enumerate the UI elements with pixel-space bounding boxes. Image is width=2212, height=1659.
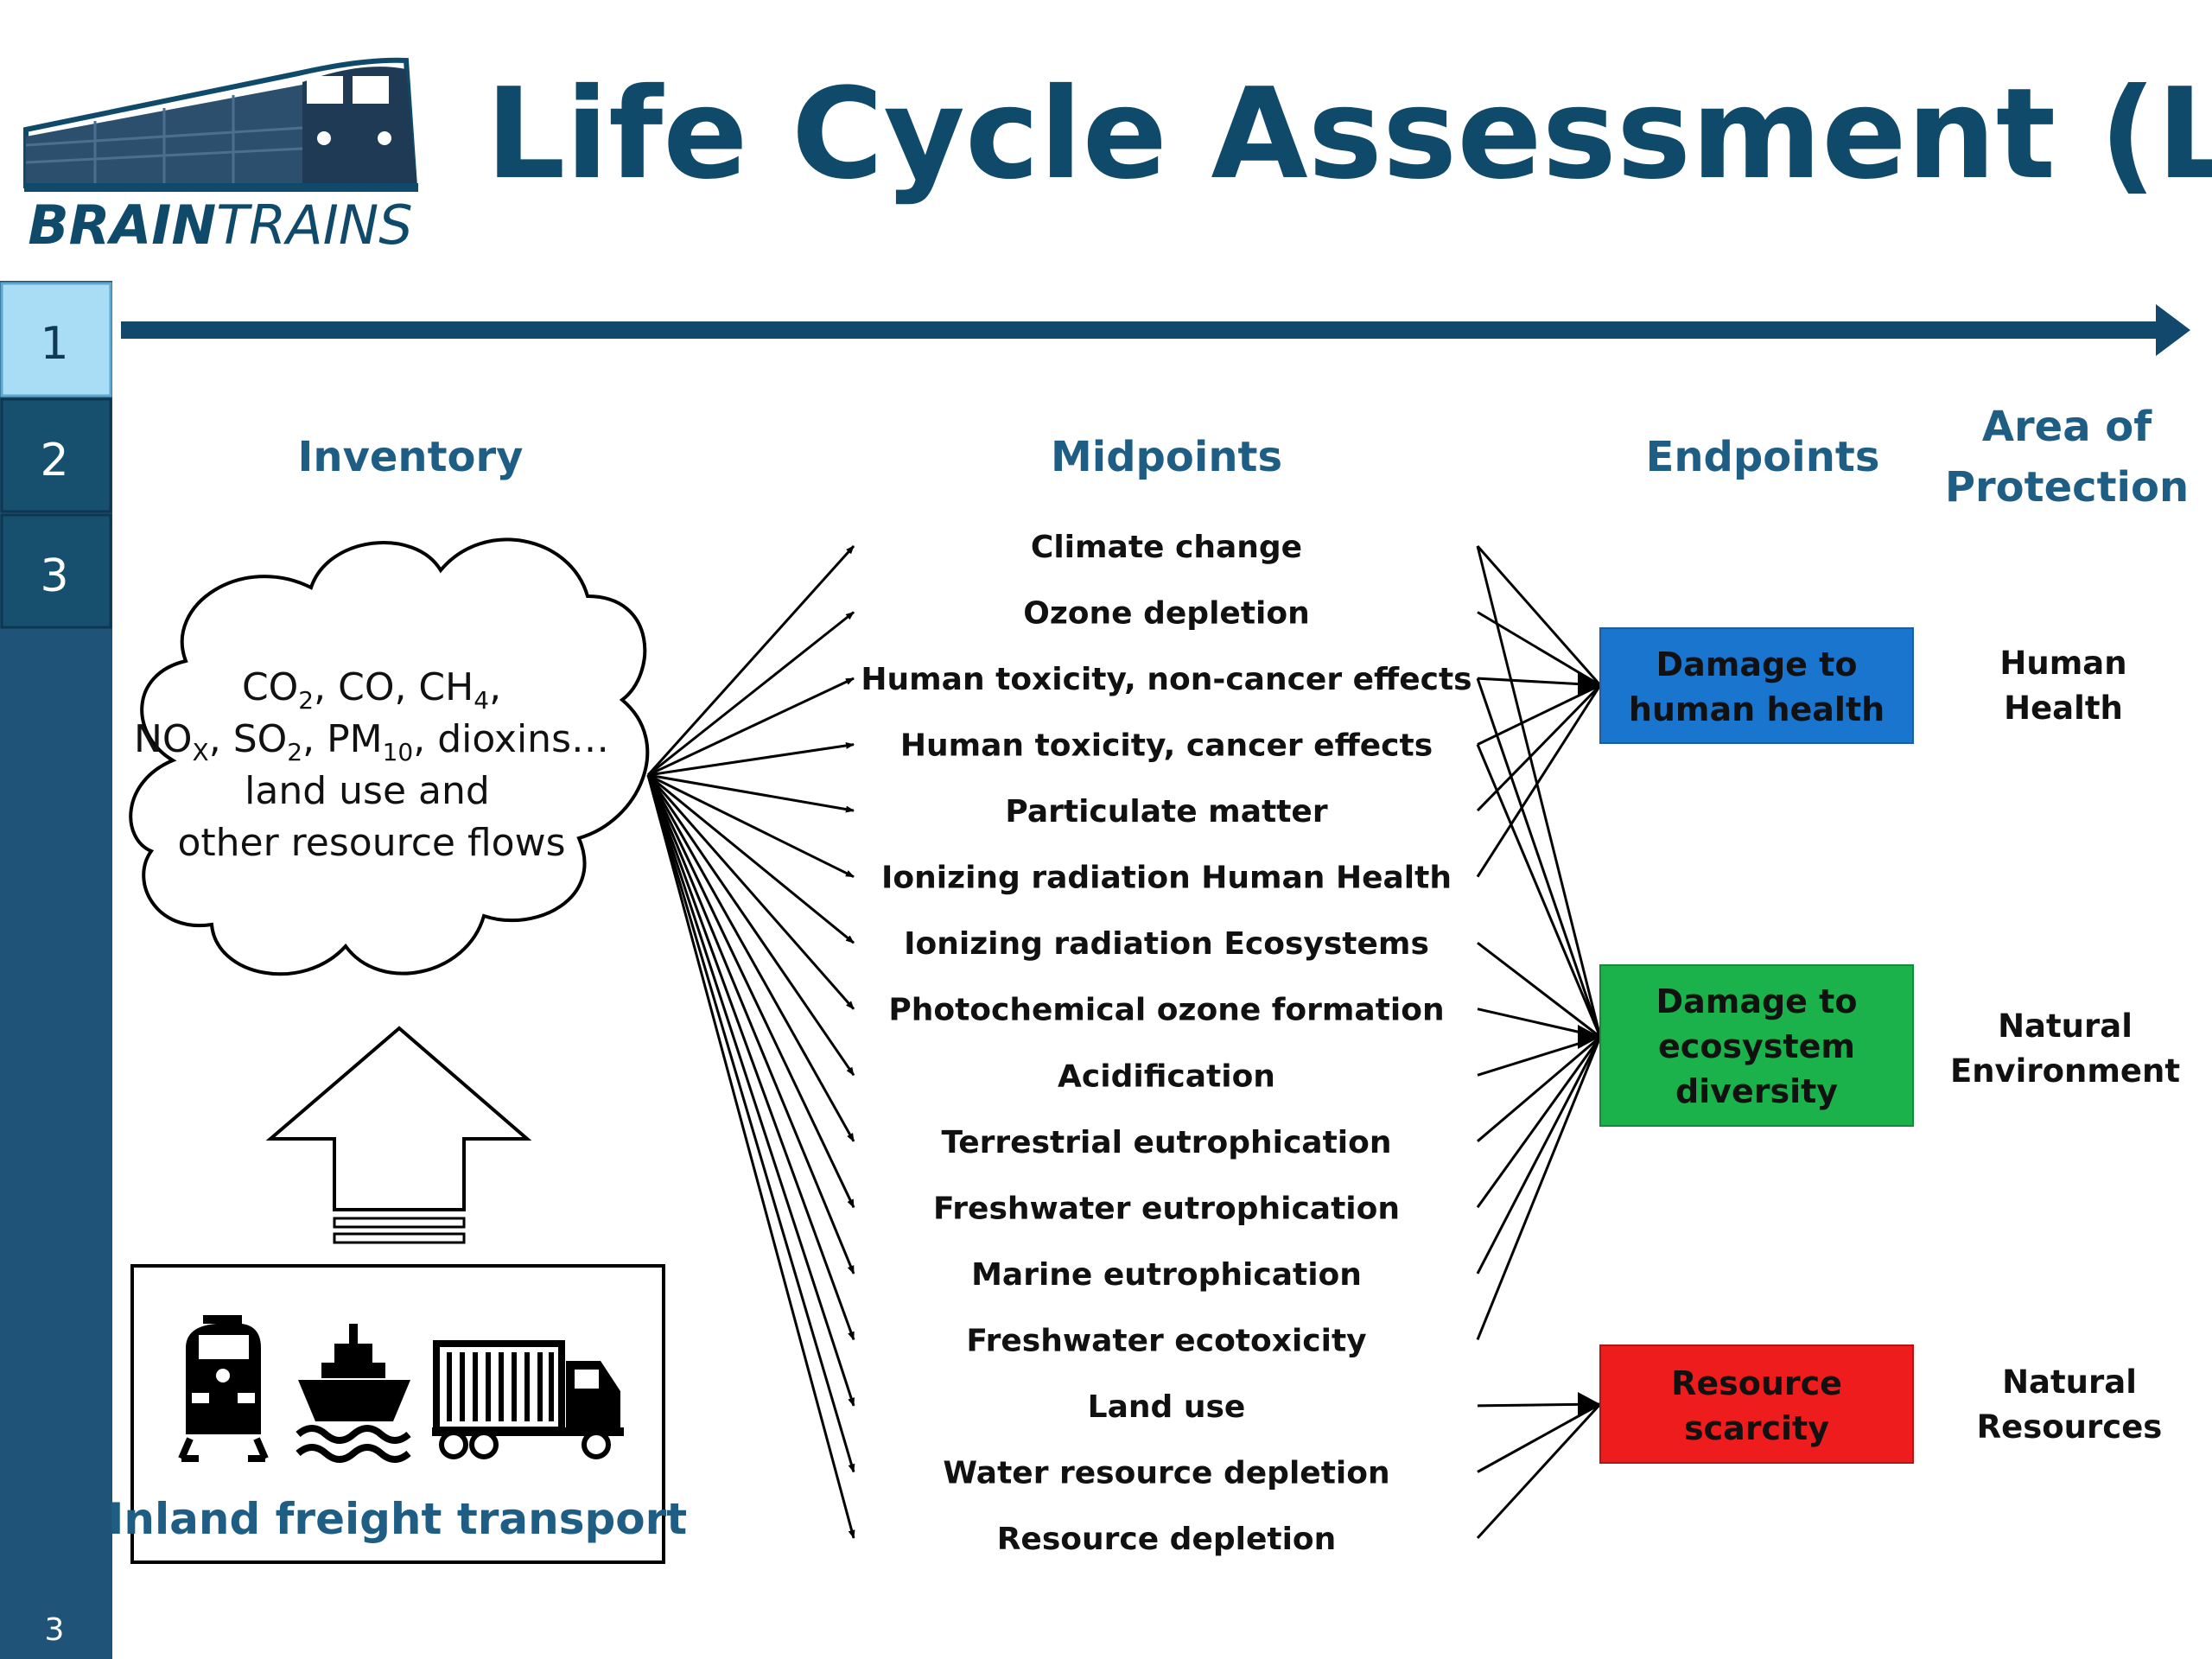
page-number: 3 <box>45 1612 65 1648</box>
endpoint-human-health-line2: human health <box>1629 690 1885 728</box>
impact-link <box>1476 1036 1602 1209</box>
inventory-arrow <box>647 677 855 777</box>
braintrains-logo: BRAINTRAINS <box>23 57 418 257</box>
endpoints-header: Endpoints <box>1646 433 1880 481</box>
midpoint-item: Particulate matter <box>1005 794 1327 830</box>
aop-human-health-line1: Human <box>1999 645 2126 682</box>
inventory-header: Inventory <box>298 433 524 481</box>
aop-environment-line1: Natural <box>1998 1007 2133 1045</box>
inventory-arrow <box>646 774 855 1473</box>
sidebar-tab-1[interactable]: 1 <box>0 282 112 397</box>
midpoint-to-endpoint-lines <box>1476 545 1602 1540</box>
impact-link <box>1477 942 1601 1039</box>
endpoint-arrowhead <box>1578 1025 1600 1049</box>
impact-link <box>1476 744 1602 1038</box>
midpoint-item: Water resource depletion <box>943 1456 1389 1491</box>
timeline-arrow <box>121 304 2190 356</box>
endpoint-ecosystem-line2: ecosystem <box>1658 1027 1855 1065</box>
aop-header-line2: Protection <box>1945 463 2189 512</box>
impact-link <box>1476 1036 1602 1274</box>
impact-link <box>1477 1402 1601 1473</box>
inventory-cloud: CO2, CO, CH4, NOX, SO2, PM10, dioxins… l… <box>129 537 650 976</box>
endpoint-resource-scarcity: Resource scarcity <box>1599 1344 1914 1464</box>
aop-resources-line2: Resources <box>1977 1408 2163 1446</box>
endpoint-resource-line1: Resource <box>1671 1364 1842 1402</box>
train-icon <box>23 57 418 192</box>
page-title: Life Cycle Assessment (LCA) <box>486 61 2212 207</box>
sidebar-tab-2-label: 2 <box>40 435 68 486</box>
inventory-arrow <box>646 774 855 1209</box>
sidebar-tab-3-label: 3 <box>40 550 68 602</box>
endpoint-human-health-line1: Damage to <box>1656 645 1858 683</box>
impact-link <box>1476 677 1602 1038</box>
endpoint-arrowhead <box>1578 1392 1600 1416</box>
inventory-arrow <box>646 774 855 1539</box>
inventory-to-midpoint-arrows <box>646 544 855 1539</box>
inventory-arrow <box>646 774 855 1142</box>
sidebar-tab-1-label: 1 <box>40 318 68 370</box>
midpoints-header: Midpoints <box>1051 433 1282 481</box>
endpoint-arrowhead <box>1578 673 1600 697</box>
inventory-arrow <box>646 774 855 1274</box>
inventory-arrow <box>646 774 855 1077</box>
impact-link <box>1476 684 1602 878</box>
endpoint-human-health: Damage to human health <box>1599 627 1914 744</box>
midpoint-item: Climate change <box>1031 530 1302 565</box>
sidebar-tab-2[interactable]: 2 <box>0 397 112 513</box>
inventory-arrow <box>647 611 855 777</box>
inventory-arrow <box>647 773 855 944</box>
inventory-line-4: other resource flows <box>177 821 565 865</box>
inventory-arrow <box>646 774 855 1010</box>
impact-link <box>1476 545 1602 1038</box>
impact-link <box>1476 1036 1602 1340</box>
midpoint-item: Resource depletion <box>997 1522 1337 1557</box>
midpoint-item: Photochemical ozone formation <box>888 993 1444 1028</box>
transport-label: Inland freight transport <box>108 1494 687 1544</box>
endpoint-resource-line2: scarcity <box>1684 1409 1829 1447</box>
inventory-arrow <box>647 741 855 777</box>
brand-wordmark: BRAINTRAINS <box>28 194 412 257</box>
inventory-line-2: NOX, SO2, PM10, dioxins… <box>134 717 609 766</box>
sidebar-tab-3[interactable]: 3 <box>0 513 112 629</box>
upward-arrow <box>265 1026 532 1244</box>
midpoint-item: Human toxicity, cancer effects <box>900 728 1433 764</box>
midpoint-item: Human toxicity, non-cancer effects <box>861 662 1471 697</box>
impact-link <box>1476 1402 1602 1540</box>
aop-resources-line1: Natural <box>2002 1363 2137 1401</box>
locomotive-icon <box>178 1315 269 1462</box>
midpoint-item: Ionizing radiation Human Health <box>881 861 1452 896</box>
midpoint-item: Terrestrial eutrophication <box>941 1125 1391 1160</box>
truck-icon <box>432 1340 624 1459</box>
inventory-arrow <box>646 544 855 777</box>
midpoint-item: Marine eutrophication <box>971 1257 1362 1293</box>
impact-link <box>1477 611 1601 687</box>
impact-link <box>1476 545 1602 686</box>
aop-human-health-line2: Health <box>2004 690 2123 727</box>
inventory-arrow <box>646 774 855 1407</box>
impact-link <box>1477 1035 1601 1142</box>
impact-link <box>1476 683 1602 812</box>
sidebar: 1 2 3 3 <box>0 281 112 1659</box>
endpoint-ecosystem-diversity: Damage to ecosystem diversity <box>1599 964 1914 1127</box>
transport-box: Inland freight transport <box>108 1264 687 1564</box>
midpoint-item: Freshwater eutrophication <box>933 1191 1400 1226</box>
inventory-line-1: CO2, CO, CH4, <box>242 665 501 715</box>
midpoint-item: Ionizing radiation Ecosystems <box>904 926 1429 962</box>
inventory-line-3: land use and <box>245 769 490 813</box>
inventory-arrow <box>646 774 855 1341</box>
inventory-arrow <box>647 773 855 879</box>
endpoint-ecosystem-line3: diversity <box>1675 1072 1838 1110</box>
midpoint-item: Land use <box>1088 1389 1246 1425</box>
aop-header-line1: Area of <box>1982 403 2152 451</box>
midpoint-item: Acidification <box>1058 1058 1275 1094</box>
ship-icon <box>296 1324 411 1463</box>
midpoint-item: Freshwater ecotoxicity <box>966 1323 1366 1358</box>
inventory-arrow <box>647 773 855 813</box>
aop-environment-line2: Environment <box>1950 1052 2180 1090</box>
midpoint-item: Ozone depletion <box>1023 596 1310 632</box>
endpoint-ecosystem-line1: Damage to <box>1656 982 1858 1020</box>
